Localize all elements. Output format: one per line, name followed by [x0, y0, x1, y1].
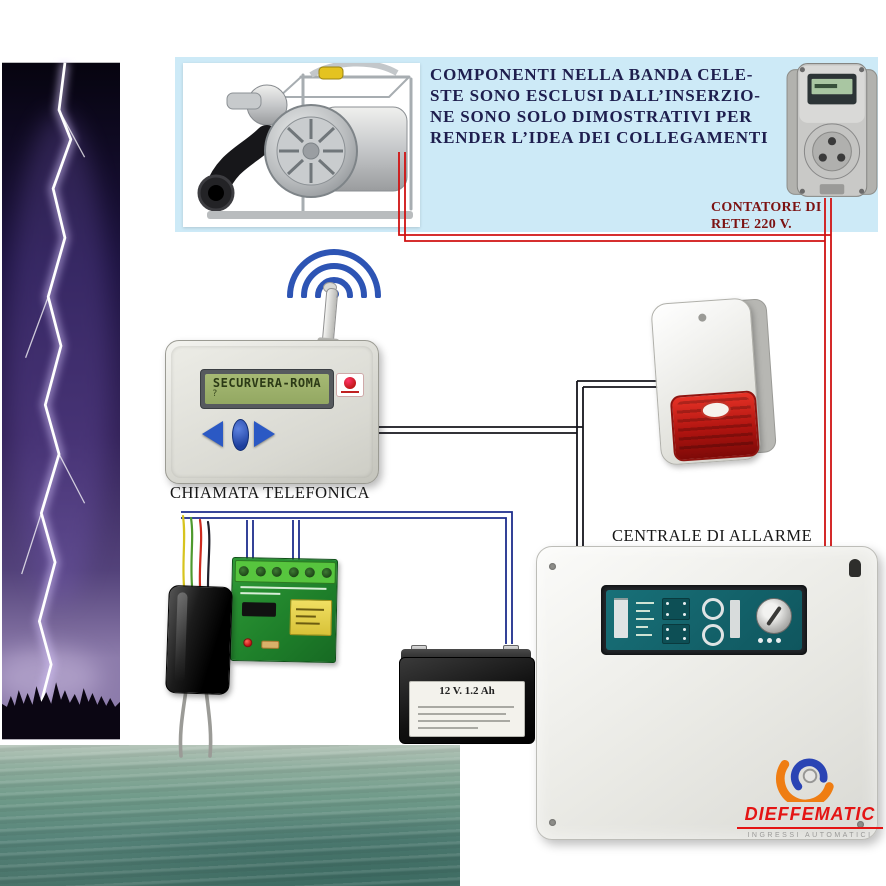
gsm-dialer: SECURVERA-ROMA ? — [165, 340, 379, 484]
logo-mark-icon — [775, 758, 834, 802]
led-indicator — [243, 638, 253, 648]
lock-slot — [766, 605, 782, 627]
lightning-photo — [0, 57, 120, 745]
meter-caption-line-1: CONTATORE DI — [711, 200, 822, 215]
arrow-right-icon[interactable] — [254, 421, 275, 447]
meter-caption-line-2: RETE 220 V. — [711, 217, 792, 232]
resistor — [261, 640, 280, 649]
terminal-block — [234, 559, 337, 585]
pump-photo — [183, 60, 420, 227]
meter-photo — [785, 61, 879, 201]
note-line-4: RENDER L’IDEA DEI COLLEGAMENTI — [430, 128, 769, 147]
battery-label: 12 V. 1.2 Ah — [409, 681, 525, 737]
banner-note: COMPONENTI NELLA BANDA CELE- STE SONO ES… — [430, 64, 790, 148]
brand-badge-dot — [344, 377, 356, 389]
water-photo — [0, 745, 460, 886]
alarm-control-panel — [536, 546, 878, 840]
keyhole-icon[interactable] — [849, 559, 861, 577]
panel-window — [601, 585, 807, 655]
lcd-text: SECURVERA-ROMA — [212, 376, 322, 390]
brand-badge — [336, 373, 364, 397]
battery-rating: 12 V. 1.2 Ah — [439, 685, 495, 697]
relay-board — [229, 556, 339, 664]
siren-body — [650, 297, 762, 466]
pcb-buzzer-1 — [702, 598, 724, 620]
siren-red-lens — [669, 390, 761, 462]
arrow-left-icon[interactable] — [202, 421, 223, 447]
pump-base — [207, 211, 413, 219]
siren — [646, 294, 782, 474]
meter-art — [786, 63, 878, 197]
note-line-2: STE SONO ESCLUSI DALL’INSERZIO- — [430, 86, 761, 105]
brand-logo: DIEFFEMATIC INGRESSI AUTOMATICI — [737, 744, 883, 839]
dialer-caption: CHIAMATA TELEFONICA — [170, 483, 370, 502]
brand-badge-line — [341, 391, 359, 393]
panel-screw-br — [857, 821, 864, 828]
sensor-box-gloss — [174, 592, 188, 683]
pcb-relay-2 — [662, 624, 690, 644]
lightning-art — [0, 62, 120, 740]
logo-rule — [737, 827, 883, 829]
panel-screw-tl — [549, 563, 556, 570]
pcb-connector — [614, 598, 628, 638]
siren-screw — [698, 313, 707, 322]
sensor-box — [165, 584, 233, 696]
yellow-relay — [289, 599, 333, 636]
pump-art — [197, 60, 413, 219]
tree-silhouette — [2, 682, 120, 740]
logo-name: DIEFFEMATIC — [744, 804, 876, 824]
lcd-text-row2: ? — [212, 389, 218, 399]
pcb-buzzer-2 — [702, 624, 724, 646]
meter-caption: CONTATORE DI RETE 220 V. — [711, 199, 861, 233]
wire-colored-stubs — [181, 514, 211, 588]
note-line-1: COMPONENTI NELLA BANDA CELE- — [430, 65, 754, 84]
pump-guard-slots — [279, 119, 343, 183]
pump-yellow-cap — [318, 66, 344, 80]
pump-frame — [278, 73, 413, 215]
dialer-faceplate — [171, 346, 373, 478]
battery: 12 V. 1.2 Ah — [399, 645, 535, 744]
panel-pcb — [606, 590, 802, 650]
note-line-3: NE SONO SOLO DIMOSTRATIVI PER — [430, 107, 753, 126]
dialer-lcd: SECURVERA-ROMA ? — [205, 374, 329, 404]
dialer-lcd-frame: SECURVERA-ROMA ? — [200, 369, 334, 409]
pcb-terminal — [730, 600, 740, 638]
center-button[interactable] — [232, 419, 249, 451]
panel-caption: CENTRALE DI ALLARME — [612, 526, 813, 545]
ic-chip — [241, 602, 277, 617]
pump-handle — [309, 60, 399, 78]
panel-screw-bl — [549, 819, 556, 826]
logo-tagline: INGRESSI AUTOMATICI — [747, 832, 873, 839]
pcb-relay-1 — [662, 598, 690, 620]
lock-icon[interactable] — [756, 598, 792, 634]
